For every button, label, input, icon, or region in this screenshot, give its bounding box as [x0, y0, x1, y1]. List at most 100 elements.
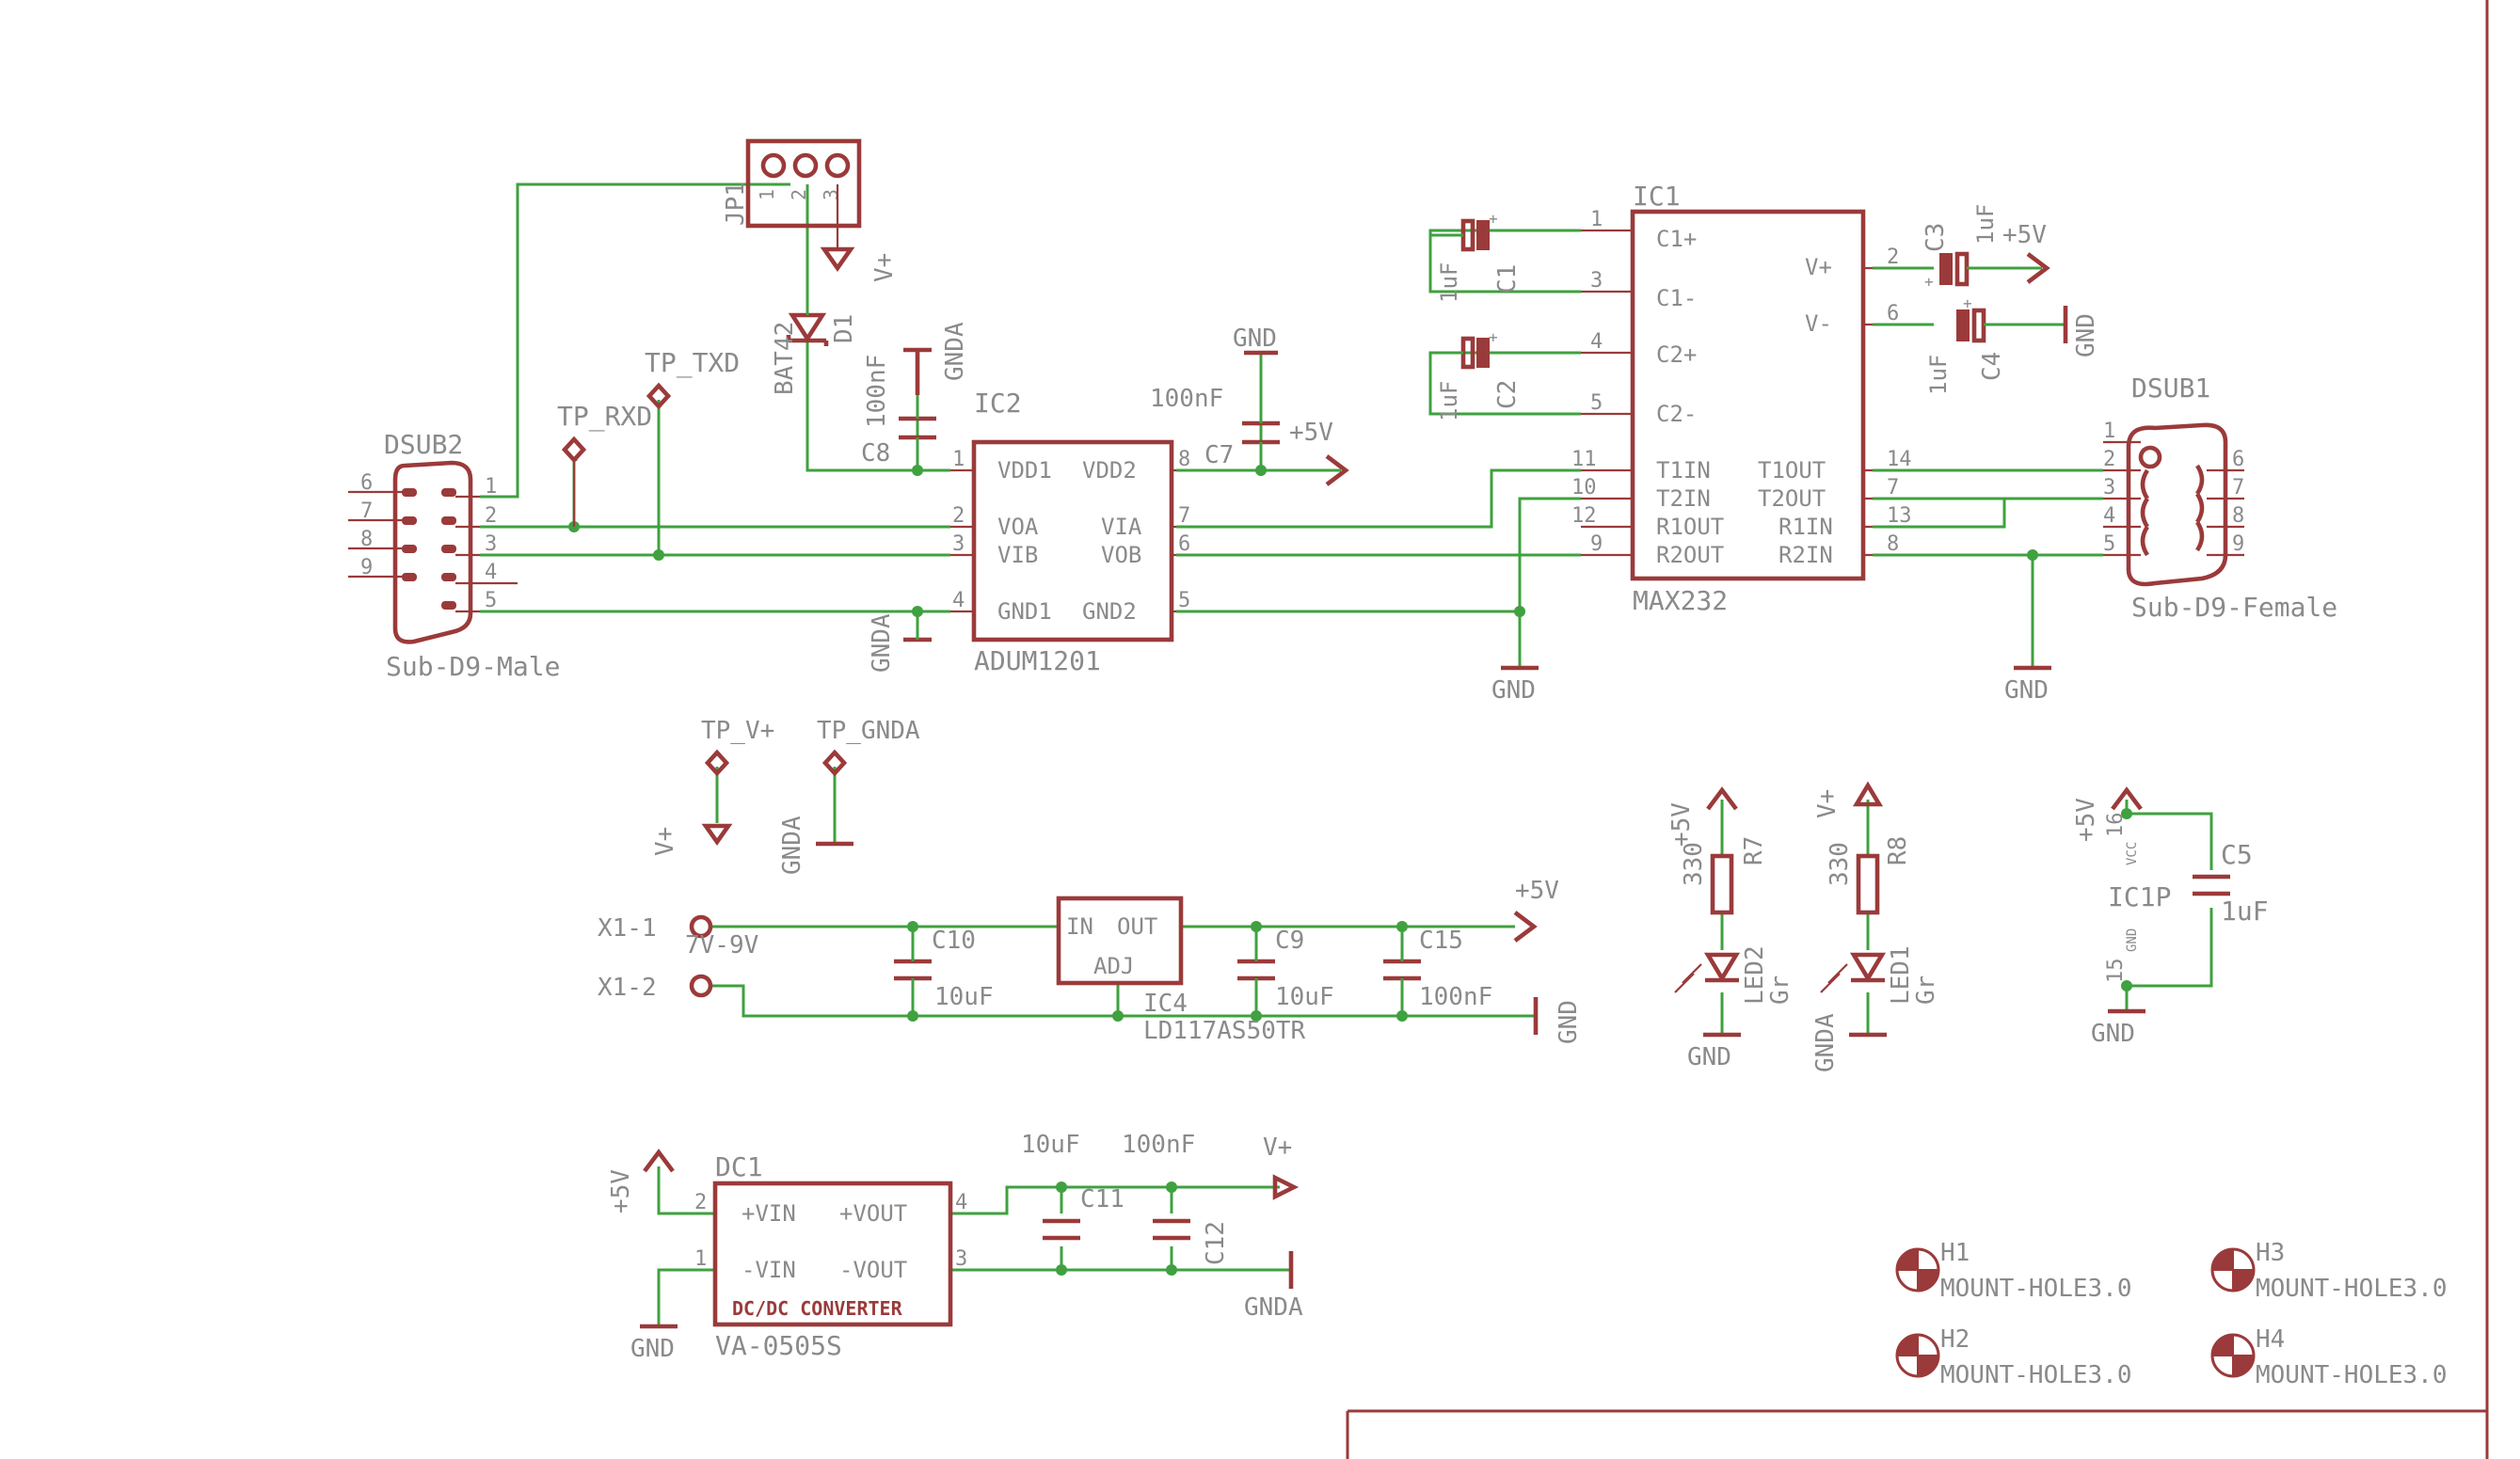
ic1-pin-name-c1p: C1+: [1656, 226, 1697, 252]
ic1-pin-num-3: 3: [1590, 269, 1603, 293]
c7-ref: C7: [1204, 441, 1234, 469]
ic2-pin-name-via: VIA: [1101, 514, 1142, 540]
gnda-label-ic2: GNDA: [868, 613, 896, 673]
testpoint-rxd: TP_RXD: [557, 401, 652, 527]
c8-value: 100nF: [863, 355, 891, 428]
c9-ref: C9: [1275, 927, 1304, 955]
dsub2-ref: DSUB2: [384, 429, 463, 460]
dc1-ref: DC1: [715, 1151, 763, 1182]
ic1-ref: IC1: [1633, 181, 1681, 212]
jp1-ref: JP1: [722, 182, 750, 226]
capacitor-c2: 1uF C2 +: [1430, 328, 1522, 421]
p5v-label-c3: +5V: [2002, 221, 2047, 249]
tp-gnda-label: TP_GNDA: [817, 717, 920, 745]
h3-value: MOUNT-HOLE3.0: [2256, 1275, 2448, 1303]
gnd-label-ic1p: GND: [2091, 1020, 2135, 1048]
dsub2-value: Sub-D9-Male: [386, 651, 560, 682]
h4-ref: H4: [2256, 1325, 2285, 1354]
ic1-pin-name-r1out: R1OUT: [1656, 514, 1724, 540]
ic1-pin-num-5: 5: [1590, 391, 1603, 415]
led1-ref: LED1: [1887, 945, 1915, 1005]
jp1-pin-2: 2: [788, 189, 810, 200]
ic1-pin-name-vm: V-: [1805, 310, 1832, 337]
connector-dsub1: DSUB1 Sub-D9-Female 1 2 3 4 5 6 7 8 9: [2103, 373, 2337, 623]
c12-ref: C12: [1202, 1221, 1230, 1265]
ic2-value: ADUM1201: [974, 645, 1101, 676]
ic2-ref: IC2: [974, 388, 1022, 419]
jp1-pin-3: 3: [820, 189, 842, 200]
ic2-pin-name-vob: VOB: [1101, 542, 1141, 568]
ic2-pin-name-voa: VOA: [997, 514, 1039, 540]
ic2-pin-name-vdd1: VDD1: [997, 457, 1052, 484]
gnd-label-ic2: GND: [1491, 676, 1536, 705]
vplus-symbol-dc1: V+: [1263, 1134, 1300, 1200]
c7-value: 100nF: [1150, 385, 1223, 413]
dsub2-pin-8: 8: [360, 528, 373, 551]
ic1-pin-name-c2p: C2+: [1656, 341, 1697, 368]
c10-ref: C10: [932, 927, 976, 955]
ic1-pin-name-r1in: R1IN: [1778, 514, 1833, 540]
ic2-pin-name-vdd2: VDD2: [1082, 457, 1137, 484]
dc1-pin-num-4: 4: [955, 1191, 967, 1214]
ic2-pin-num-8: 8: [1178, 448, 1190, 471]
c12-value: 100nF: [1122, 1131, 1195, 1159]
vplus-label-dc1: V+: [1263, 1134, 1292, 1162]
vplus-symbol-jp1: [820, 246, 855, 273]
ic2-pin-num-4: 4: [952, 589, 965, 612]
ic1-pin-num-13: 13: [1887, 504, 1912, 528]
gnd-label-reg: GND: [1555, 1000, 1583, 1044]
h3-ref: H3: [2256, 1239, 2285, 1267]
ic4-pin-out: OUT: [1117, 913, 1157, 940]
junctions: [568, 465, 2132, 1276]
gnd-label-c4: GND: [2072, 313, 2100, 357]
dc1-pin-name-vout-p: +VOUT: [839, 1200, 907, 1227]
ic4-pin-adj: ADJ: [1093, 953, 1134, 979]
x1-2-label: X1-2: [598, 974, 657, 1002]
ic1p-vcc-num: 16: [2104, 813, 2128, 838]
mount-hole-h4: H4 MOUNT-HOLE3.0: [2210, 1325, 2448, 1389]
gnd-symbol-ic2: GND: [1491, 665, 1539, 705]
r7-ref: R7: [1740, 836, 1768, 865]
dc1-pin-name-vout-m: -VOUT: [839, 1257, 907, 1283]
ic1-pin-name-t1in: T1IN: [1656, 457, 1711, 484]
gnda-label-tp: GNDA: [778, 816, 806, 875]
ic4-ref: IC4: [1143, 990, 1188, 1018]
p5v-symbol-reg: +5V: [1513, 877, 1559, 943]
c1-value: 1uF: [1436, 262, 1462, 303]
dsub2-pin-3: 3: [485, 532, 497, 556]
led1-value: Gr: [1912, 975, 1940, 1005]
x1-voltage-note: 7V-9V: [685, 931, 758, 959]
testpoint-vplus: TP_V+ V+: [651, 717, 774, 856]
led2-value: Gr: [1766, 975, 1794, 1005]
ic4-value: LD117AS50TR: [1143, 1017, 1306, 1045]
c1-ref: C1: [1493, 264, 1522, 293]
vplus-label-jp1: V+: [870, 253, 899, 282]
mount-hole-h3: H3 MOUNT-HOLE3.0: [2210, 1239, 2448, 1303]
tp-txd-label: TP_TXD: [645, 347, 740, 379]
dsub2-pin-9: 9: [360, 556, 373, 579]
c3-ref: C3: [1922, 223, 1950, 252]
ic1p-gnd: GND: [2125, 928, 2140, 952]
ic2-pin-num-6: 6: [1178, 532, 1190, 556]
capacitor-c7: GND 100nF C7 +5V: [1150, 325, 1349, 486]
c3-value: 1uF: [1972, 204, 1999, 245]
ic1-pin-num-12: 12: [1571, 504, 1597, 528]
dsub1-pin-8: 8: [2232, 504, 2244, 528]
ic1-pin-num-1: 1: [1590, 208, 1603, 231]
capacitor-c10: C10 10uF: [894, 927, 994, 1011]
mount-hole-h1: H1 MOUNT-HOLE3.0: [1895, 1239, 2132, 1303]
testpoint-gnda: TP_GNDA GNDA: [778, 717, 920, 875]
dsub2-pin-1: 1: [485, 475, 497, 499]
dc1-pin-num-2: 2: [694, 1191, 707, 1214]
c8-ref: C8: [861, 439, 890, 468]
connector-x1: X1-1 X1-2 7V-9V: [598, 914, 758, 1002]
ic1-pin-num-11: 11: [1571, 448, 1597, 471]
drawing-frame: [1346, 0, 2489, 1459]
ic1p-power: +5V 16 VCC IC1P GND 15 C5 1uF GND: [2072, 786, 2269, 1048]
gnd-label-c7: GND: [1233, 325, 1277, 353]
ic1-pin-name-vp: V+: [1805, 254, 1832, 280]
capacitor-c11: 10uF C11: [1021, 1131, 1124, 1241]
ic1-pin-num-8: 8: [1887, 532, 1899, 556]
c9-value: 10uF: [1275, 983, 1334, 1011]
